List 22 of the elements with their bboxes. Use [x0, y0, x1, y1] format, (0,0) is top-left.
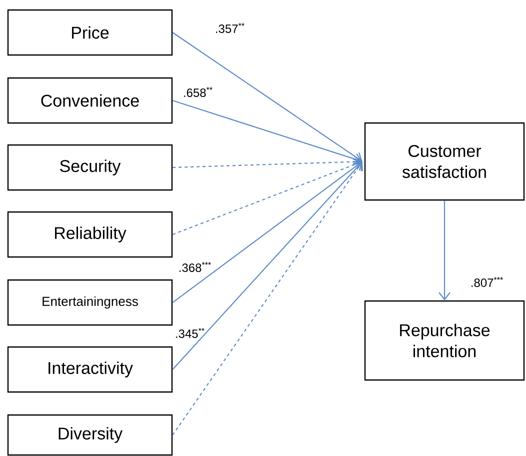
box: Price [7, 9, 173, 56]
edge-label: .357$^{**}$ [216, 23, 244, 33]
box: Diversity [7, 414, 173, 456]
arrow [172, 162, 363, 436]
arrow [172, 158, 362, 236]
arrow [172, 32, 362, 162]
arrow [172, 100, 362, 165]
box: Reliability [7, 211, 173, 258]
arrow [172, 156, 362, 168]
arrow [438, 200, 450, 300]
arrow [172, 162, 362, 370]
edge-label: .807$^{***}$ [472, 277, 503, 287]
edge-label: .368$^{***}$ [180, 262, 211, 272]
edge-label: .658$^{**}$ [184, 87, 212, 97]
box: Entertainingness [7, 279, 173, 326]
box: Convenience [7, 77, 173, 124]
box: Customer satisfaction [364, 122, 525, 201]
box: Repurchase intention [364, 300, 525, 381]
box: Security [7, 144, 173, 191]
box: Interactivity [7, 346, 173, 393]
arrow [172, 161, 362, 303]
edge-label: .345$^{**}$ [176, 328, 204, 338]
